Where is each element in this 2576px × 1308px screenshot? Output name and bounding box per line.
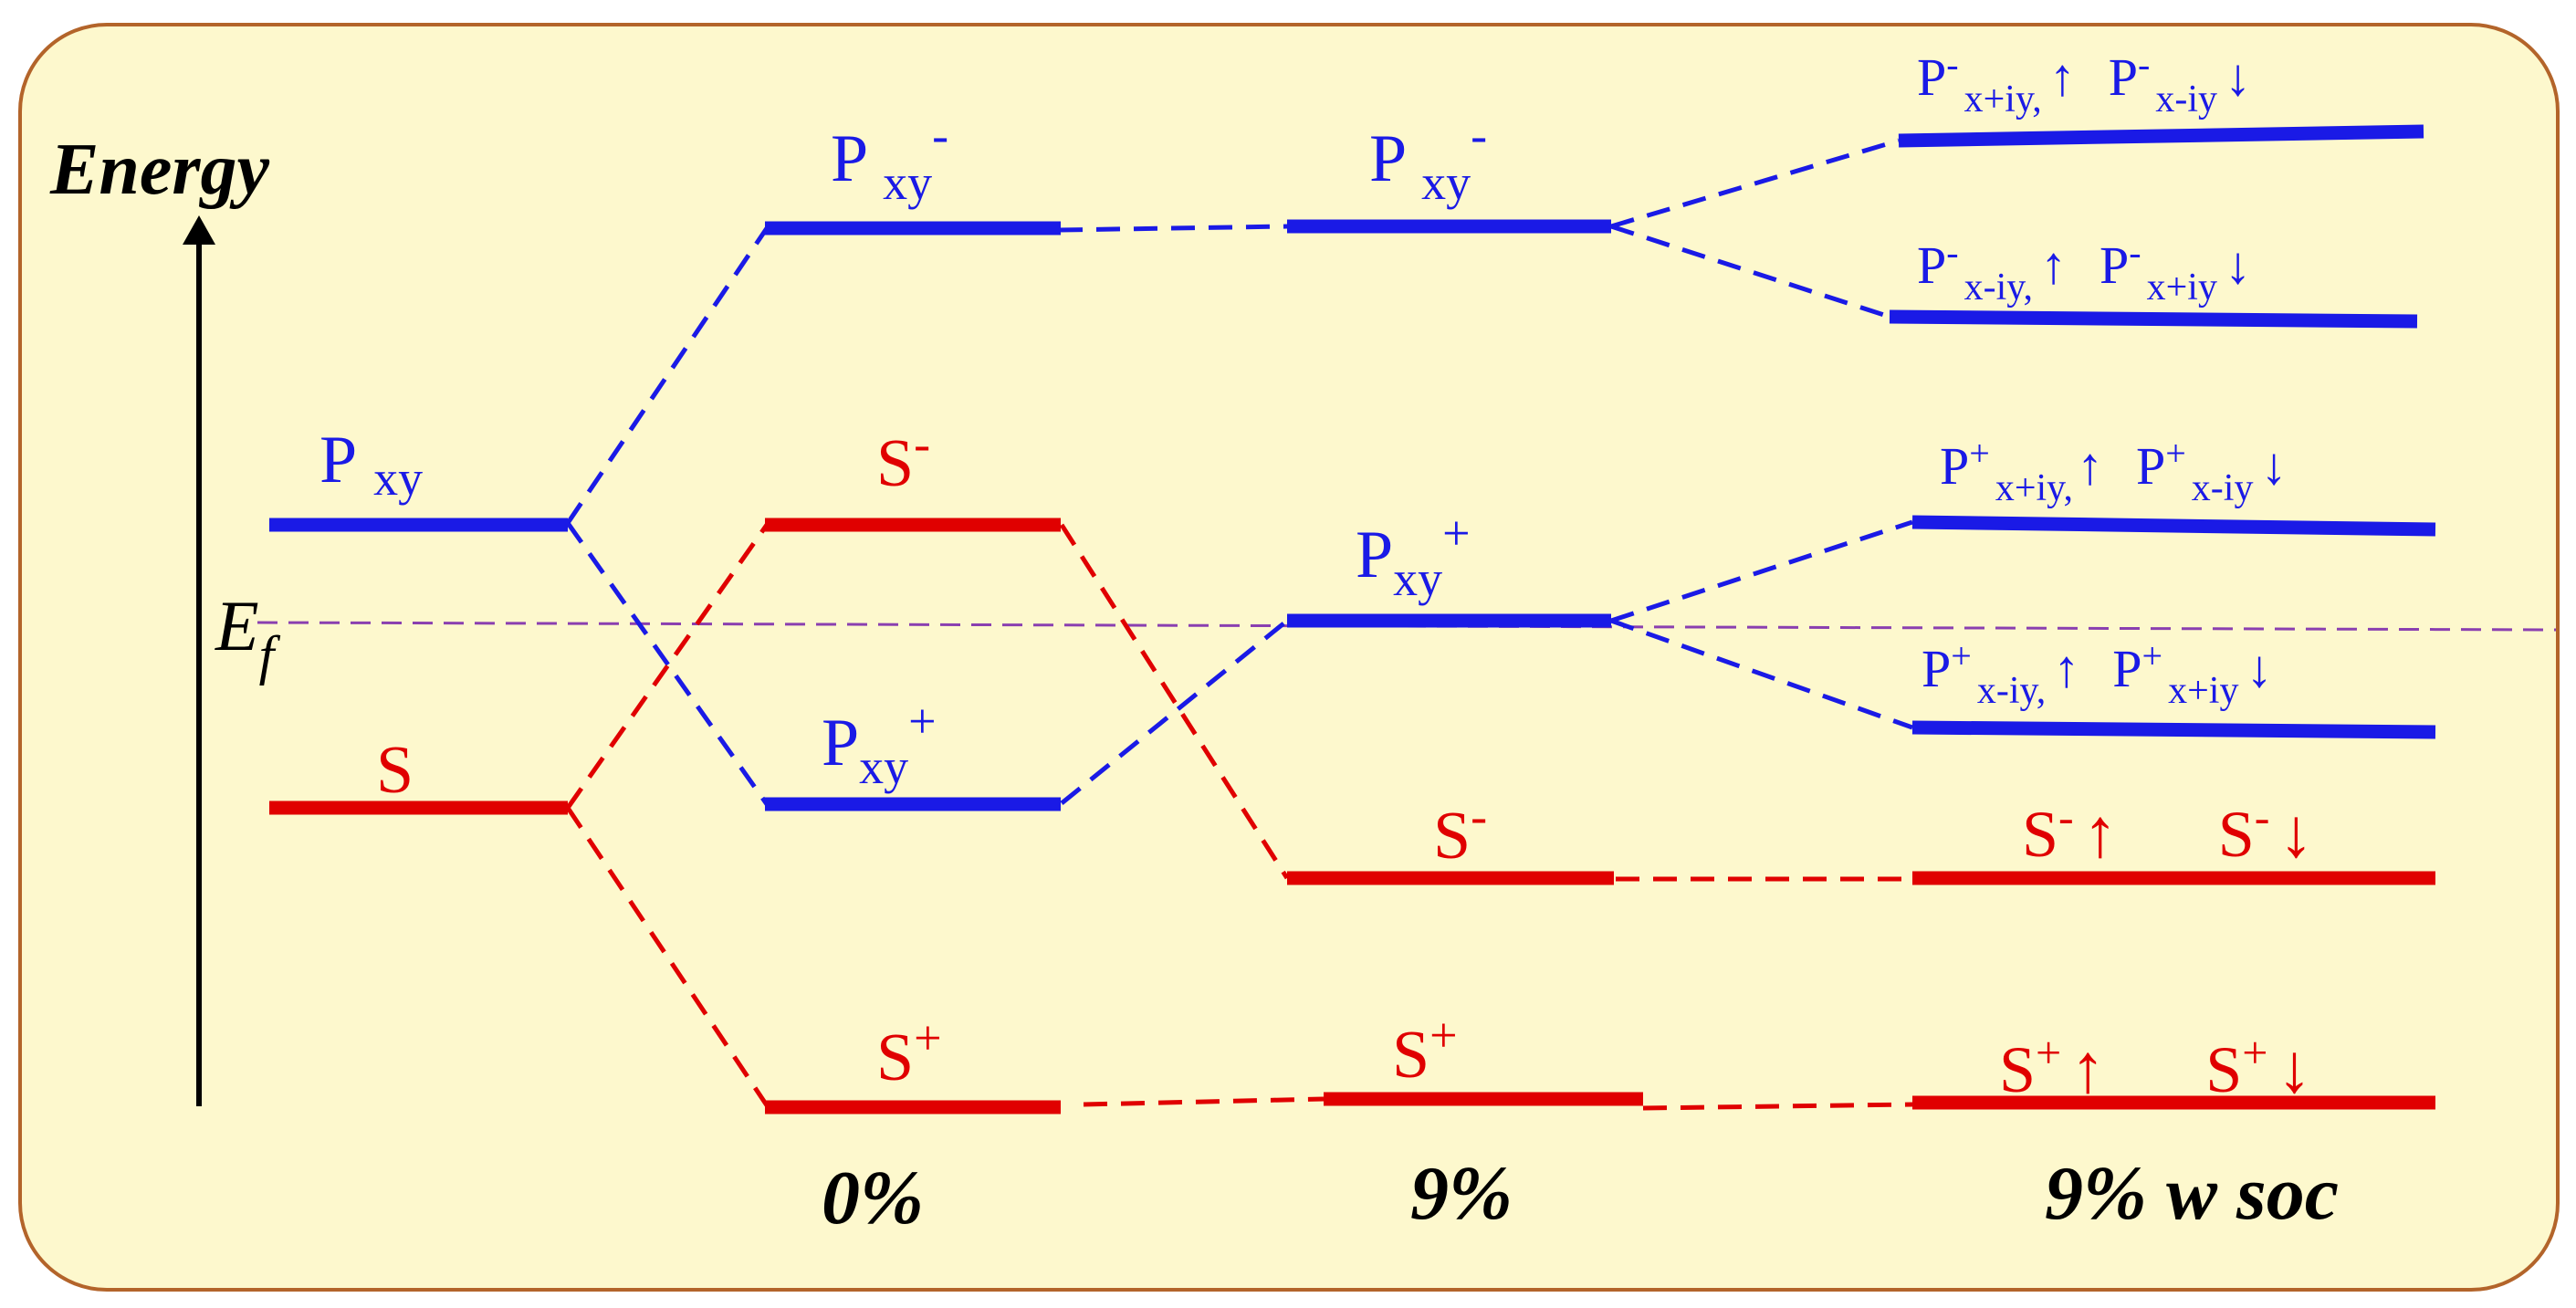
column-label-9pct-soc: 9% w soc: [2045, 1151, 2339, 1236]
label-c1-s-plus: S+: [1392, 1008, 1458, 1093]
label-c0-pxy-plus: Pxy+: [822, 694, 937, 794]
label-c1-s-minus: S-: [1433, 789, 1487, 874]
connectors-red: [565, 523, 1913, 1111]
energy-axis-arrowhead: [183, 215, 215, 245]
label-soc3: P+x+iy,↑P+x-iy↓: [1940, 433, 2287, 509]
level-soc4: [1911, 720, 2436, 739]
label-c1-pxy-plus: Pxy+: [1356, 506, 1471, 606]
levels-red: [269, 518, 2435, 1114]
label-c0-s-minus: S-: [876, 416, 930, 501]
label-c0-s-plus: S+: [876, 1010, 942, 1095]
column-label-0pct: 0%: [822, 1156, 924, 1240]
levels-blue: [269, 124, 2436, 811]
label-soc6: S+↑S+↓: [1999, 1027, 2312, 1107]
label-soc1: P-x+iy,↑P-x-iy↓: [1917, 44, 2251, 120]
label-soc2: P-x-iy,↑P-x+iy↓: [1917, 232, 2251, 309]
panel-background: [18, 23, 2560, 1292]
column-label-9pct: 9%: [1410, 1151, 1513, 1236]
label-soc5: S-↑S-↓: [2022, 791, 2313, 872]
label-soc4: P+x-iy,↑P+x+iy↓: [1922, 635, 2272, 712]
level-soc2: [1889, 309, 2418, 329]
connectors-blue: [565, 138, 1913, 806]
energy-axis-label: Energy: [49, 130, 269, 210]
level-soc1: [1898, 124, 2424, 148]
label-s-base: S: [376, 733, 414, 808]
level-soc3: [1911, 515, 2436, 537]
